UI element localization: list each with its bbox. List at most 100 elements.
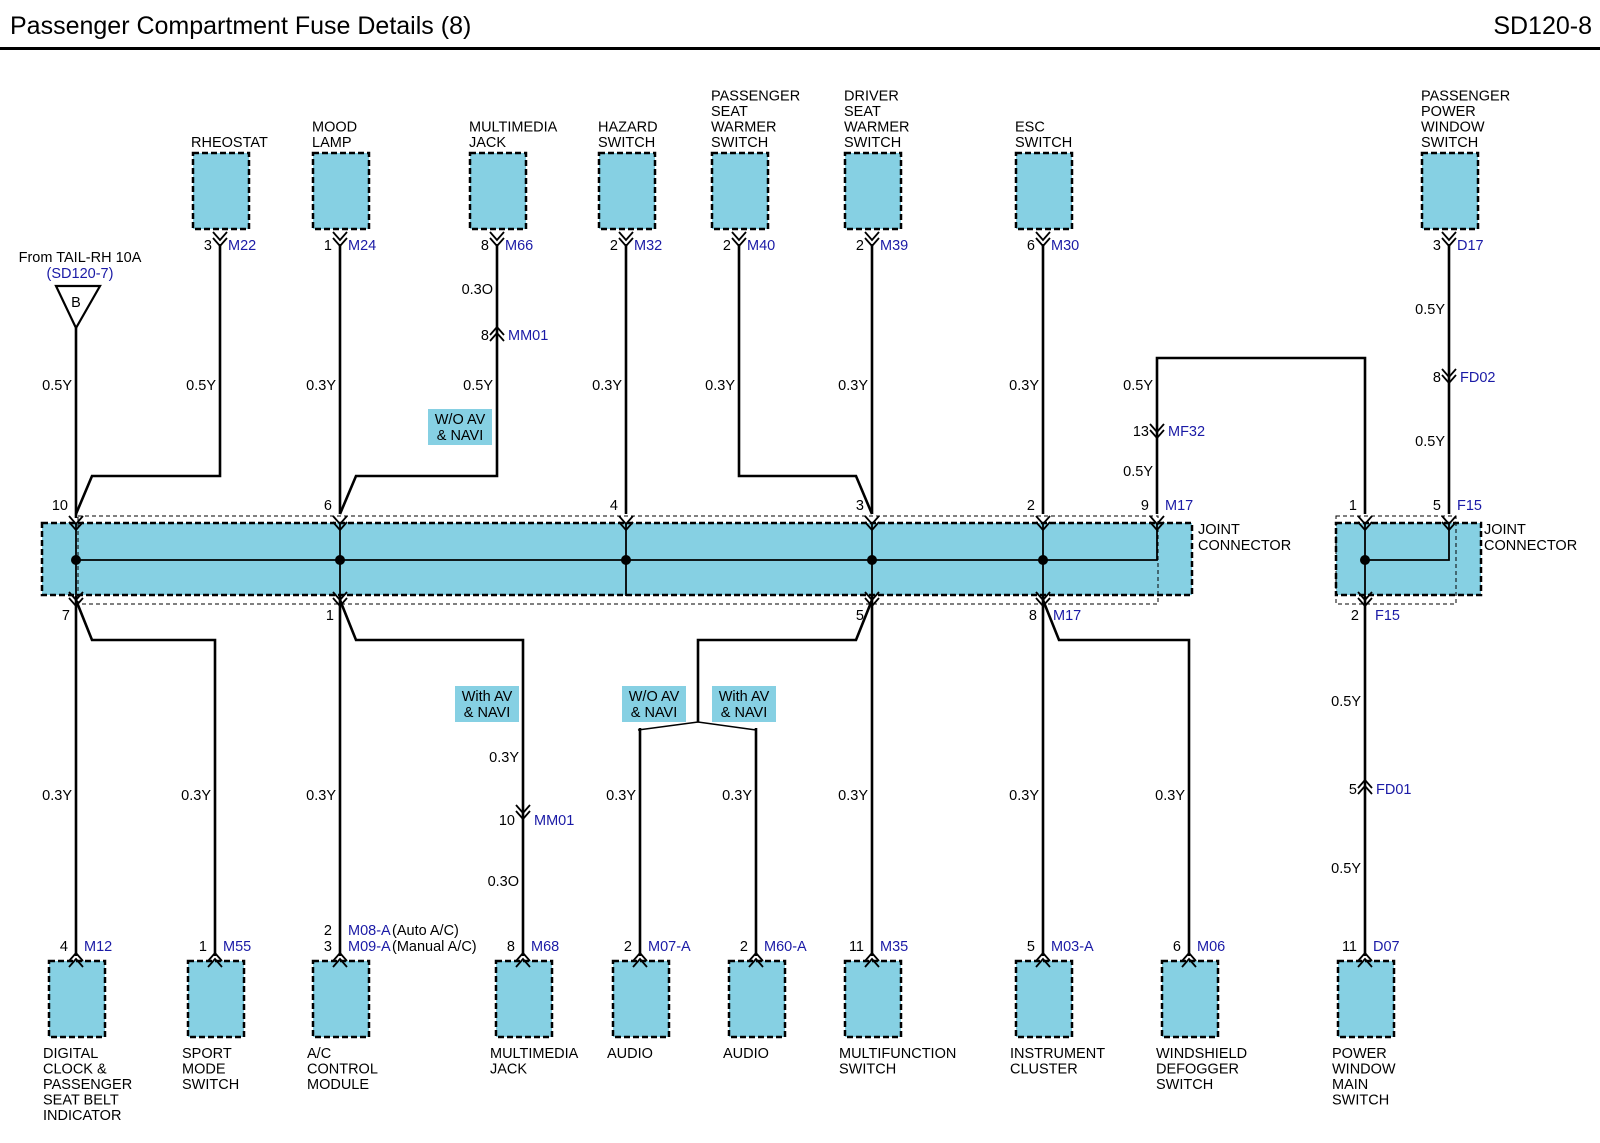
mm01-bottom-connector-icon-chevron [515,804,531,815]
passenger-power-window-switch-component [1420,151,1480,231]
power-window-main-switch-connector-icon-chevron [1357,951,1373,962]
ac-control-module-code: M08-A [348,923,391,939]
wire-label-instrument: 0.3Y [1009,788,1039,804]
joint-pin-connector-icon [68,591,84,608]
option-with-av-navi-multimedia-line: With AV [462,689,513,705]
fd01-code: FD01 [1376,782,1411,798]
mf32-pin: 13 [1133,424,1149,440]
mood-lamp-connector-icon [332,231,348,248]
mf32-code: MF32 [1168,424,1205,440]
mm01-top-connector-icon-chevron [489,331,505,342]
option-wo-av-navi-audio-line: W/O AV [629,689,680,705]
joint-pin-connector-icon [1441,515,1457,532]
hazard-switch-label-line: SWITCH [598,135,655,151]
fd02-code: FD02 [1460,370,1495,386]
option-with-av-navi-audio-line: & NAVI [721,705,767,721]
audio-2-connector-icon-chevron [748,951,764,962]
power-window-main-switch-label-line: SWITCH [1332,1093,1389,1109]
bus-line-f15 [1365,524,1450,561]
multimedia-jack-top-connector-icon-chevron [489,231,505,242]
wire-label-rheostat: 0.5Y [186,378,216,394]
joint-connector-m17 [40,521,1194,597]
rheostat-component [191,151,251,231]
multimedia-jack-bottom-component [494,959,554,1039]
windshield-defogger-switch-component [1160,959,1220,1039]
passenger-power-window-switch-label-line: WINDOW [1421,120,1485,136]
multimedia-jack-bottom-connector-icon [515,951,531,968]
ac-control-module-pin: 2 [324,923,332,939]
windshield-defogger-switch-label-line: WINDSHIELD [1156,1046,1247,1062]
wire-label-ppw_upper: 0.5Y [1415,302,1445,318]
passenger-power-window-switch-connector-icon [1441,231,1457,248]
joint-pin-connector-icon-chevron [1441,515,1457,526]
digital-clock-label-line: CLOCK & [43,1062,107,1078]
m17-bottom-pin: 7 [62,608,70,624]
joint-connector-label: CONNECTOR [1198,538,1291,554]
joint-pin-connector-icon [332,591,348,608]
driver-seat-warmer-switch-label-line: DRIVER [844,89,899,105]
passenger-power-window-switch-pin: 3 [1433,238,1441,254]
joint-pin-connector-icon-chevron [1035,515,1051,526]
audio-2-component [727,959,787,1039]
sport-mode-switch-pin: 1 [199,939,207,955]
mood-lamp-component [311,151,371,231]
multimedia-jack-top-code: M66 [505,238,533,254]
multimedia-jack-top-label-line: JACK [469,135,506,151]
rheostat-label-line: RHEOSTAT [191,135,268,151]
option-with-av-navi-multimedia: With AV& NAVI [455,686,519,722]
fd02-connector-icon [1441,368,1457,385]
wire-label-mood_lamp: 0.3Y [306,378,336,394]
mm01-top-connector-icon [489,325,505,342]
ac-control-module-code-note: (Auto A/C) [392,923,459,939]
wire-label-multimedia_bottom_lower: 0.3O [488,874,519,890]
ac-control-module-connector-icon-chevron [332,957,348,968]
joint-connector-label: JOINT [1484,522,1526,538]
multifunction-switch-connector-icon [864,951,880,968]
power-window-main-switch-code: D07 [1373,939,1400,955]
rheostat-code: M22 [228,238,256,254]
passenger-power-window-switch-label-line: PASSENGER [1421,89,1510,105]
multifunction-switch-component [843,959,903,1039]
fd01-pin: 5 [1349,782,1357,798]
f15-top-code: F15 [1457,498,1482,514]
joint-pin-connector-icon [68,515,84,532]
sport-mode-switch-label-line: SPORT [182,1046,232,1062]
multimedia-jack-top-component [468,151,528,231]
joint-pin-connector-icon-chevron [332,591,348,602]
m17-bottom-code: M17 [1053,608,1081,624]
option-with-av-navi-audio-line: With AV [719,689,770,705]
wire-label-ppw_lower: 0.5Y [1415,434,1445,450]
rheostat-pin: 3 [204,238,212,254]
joint-pin-connector-icon-chevron [332,597,348,608]
sport-mode-switch-connector-icon-chevron [207,957,223,968]
wire-label-driver_seat: 0.3Y [838,378,868,394]
junction-dot [71,555,81,565]
joint-pin-connector-icon-chevron [1149,521,1165,532]
power-window-main-switch-connector-icon-chevron [1357,957,1373,968]
passenger-power-window-switch-connector-icon-chevron [1441,231,1457,242]
hazard-switch-component [597,151,657,231]
rheostat-connector-icon [212,231,228,248]
joint-pin-connector-icon-chevron [1149,515,1165,526]
digital-clock-label-line: PASSENGER [43,1077,132,1093]
windshield-defogger-switch-label-line: SWITCH [1156,1077,1213,1093]
esc-switch-pin: 6 [1027,238,1035,254]
digital-clock-connector-icon [68,951,84,968]
multimedia-jack-bottom-connector-icon-chevron [515,957,531,968]
multimedia-jack-bottom-code: M68 [531,939,559,955]
fd01-connector-icon-chevron [1357,784,1373,795]
windshield-defogger-switch-connector-icon-chevron [1181,951,1197,962]
passenger-seat-warmer-switch-component [710,151,770,231]
multifunction-switch-label-line: MULTIFUNCTION [839,1046,956,1062]
ac-control-module-code2: M09-A [348,939,391,955]
windshield-defogger-switch-label-line: DEFOGGER [1156,1062,1239,1078]
hazard-switch-connector-icon-chevron [618,231,634,242]
m17-top-pin: 10 [52,498,68,514]
wire-label-ac: 0.3Y [306,788,336,804]
windshield-defogger-switch-code: M06 [1197,939,1225,955]
joint-pin-connector-icon [1149,515,1165,532]
mm01-top-connector-icon-chevron [489,325,505,336]
ac-control-module-label-line: A/C [307,1046,331,1062]
digital-clock-component [47,959,107,1039]
driver-seat-warmer-switch-code: M39 [880,238,908,254]
